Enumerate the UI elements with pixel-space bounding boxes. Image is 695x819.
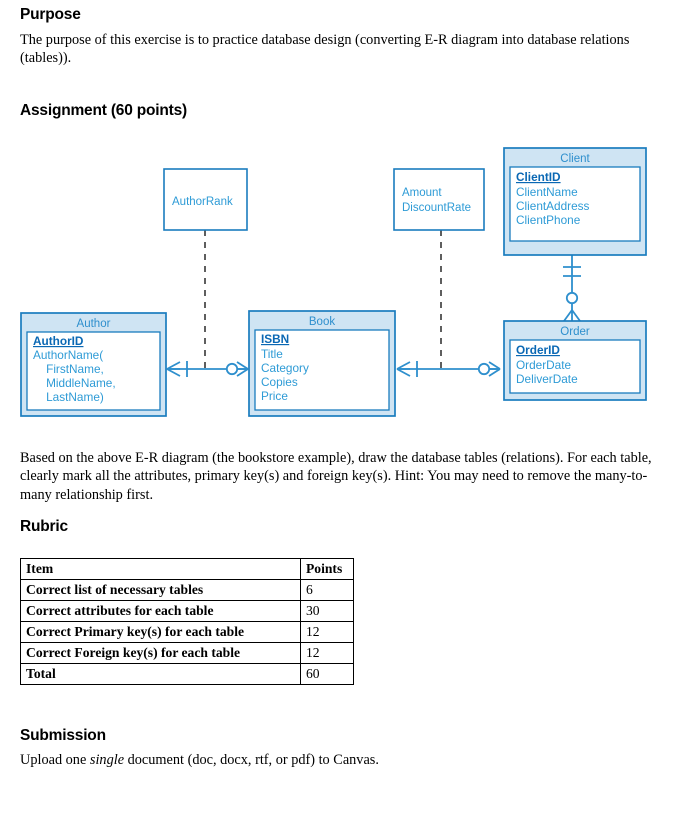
rubric-item-label: Correct Foreign key(s) for each table bbox=[20, 642, 301, 664]
entity-book-attr-1: Category bbox=[261, 361, 309, 375]
er-diagram: AuthorRank Amount DiscountRate Author Au… bbox=[0, 140, 695, 440]
submission-text-after: document (doc, docx, rtf, or pdf) to Can… bbox=[124, 752, 379, 768]
entity-author-attr-2: MiddleName, bbox=[33, 376, 116, 390]
attribute-box-authorrank: AuthorRank bbox=[163, 168, 248, 231]
entity-order-attr-1: DeliverDate bbox=[516, 372, 578, 386]
task-paragraph: Based on the above E-R diagram (the book… bbox=[20, 450, 652, 503]
relationship-book-order bbox=[396, 361, 501, 377]
rubric-item-points: 12 bbox=[300, 621, 354, 643]
submission-heading: Submission bbox=[20, 727, 106, 744]
entity-book-pk: ISBN bbox=[261, 332, 289, 346]
entity-client-attr-0: ClientName bbox=[516, 185, 578, 199]
attribute-box-amount-discountrate: Amount DiscountRate bbox=[393, 168, 485, 231]
rubric-item-points: 30 bbox=[300, 600, 354, 622]
table-header-row: Item Points bbox=[20, 558, 354, 580]
entity-book: Book ISBN Title Category Copies Price bbox=[248, 310, 396, 417]
rubric-total-points: 60 bbox=[300, 663, 354, 685]
submission-emphasis: single bbox=[89, 752, 125, 768]
rubric-table: Item Points Correct list of necessary ta… bbox=[20, 558, 354, 685]
entity-author-title: Author bbox=[77, 318, 111, 330]
rubric-heading: Rubric bbox=[20, 518, 68, 535]
amount-label: Amount bbox=[402, 187, 442, 199]
entity-client-attr-2: ClientPhone bbox=[516, 213, 581, 227]
table-row: Correct attributes for each table 30 bbox=[20, 600, 354, 622]
entity-author-pk: AuthorID bbox=[33, 334, 84, 348]
rubric-total-label: Total bbox=[20, 663, 301, 685]
rubric-item-label: Correct Primary key(s) for each table bbox=[20, 621, 301, 643]
rubric-item-points: 6 bbox=[300, 579, 354, 601]
column-header-points: Points bbox=[300, 558, 354, 580]
entity-author-attr-3: LastName) bbox=[33, 390, 104, 404]
discountrate-label: DiscountRate bbox=[402, 202, 471, 214]
entity-book-attr-0: Title bbox=[261, 347, 283, 361]
entity-client-attr-1: ClientAddress bbox=[516, 199, 590, 213]
entity-order-attr-0: OrderDate bbox=[516, 358, 572, 372]
entity-author: Author AuthorID AuthorName( FirstName, M… bbox=[20, 312, 167, 417]
purpose-paragraph: The purpose of this exercise is to pract… bbox=[20, 32, 630, 67]
entity-author-attr-0: AuthorName( bbox=[33, 348, 103, 362]
entity-order-title: Order bbox=[560, 326, 590, 338]
purpose-heading: Purpose bbox=[20, 6, 81, 23]
submission-paragraph: Upload one single document (doc, docx, r… bbox=[20, 751, 655, 769]
rubric-item-label: Correct list of necessary tables bbox=[20, 579, 301, 601]
entity-author-attr-1: FirstName, bbox=[33, 362, 104, 376]
assignment-heading: Assignment (60 points) bbox=[20, 102, 187, 119]
entity-client: Client ClientID ClientName ClientAddress… bbox=[503, 147, 647, 256]
table-row: Correct list of necessary tables 6 bbox=[20, 579, 354, 601]
entity-client-pk: ClientID bbox=[516, 170, 561, 184]
rubric-item-label: Correct attributes for each table bbox=[20, 600, 301, 622]
column-header-item: Item bbox=[20, 558, 301, 580]
relationship-author-book bbox=[166, 361, 249, 377]
relationship-client-order bbox=[563, 255, 581, 322]
entity-book-attr-3: Price bbox=[261, 389, 288, 403]
table-row-total: Total 60 bbox=[20, 663, 354, 685]
entity-book-title: Book bbox=[309, 316, 335, 328]
submission-text-before: Upload one bbox=[20, 752, 90, 768]
table-row: Correct Primary key(s) for each table 12 bbox=[20, 621, 354, 643]
entity-book-attr-2: Copies bbox=[261, 375, 298, 389]
rubric-item-points: 12 bbox=[300, 642, 354, 664]
authorrank-label: AuthorRank bbox=[172, 196, 233, 208]
entity-client-title: Client bbox=[560, 153, 590, 165]
entity-order-pk: OrderID bbox=[516, 343, 560, 357]
entity-order: Order OrderID OrderDate DeliverDate bbox=[503, 320, 647, 401]
table-row: Correct Foreign key(s) for each table 12 bbox=[20, 642, 354, 664]
